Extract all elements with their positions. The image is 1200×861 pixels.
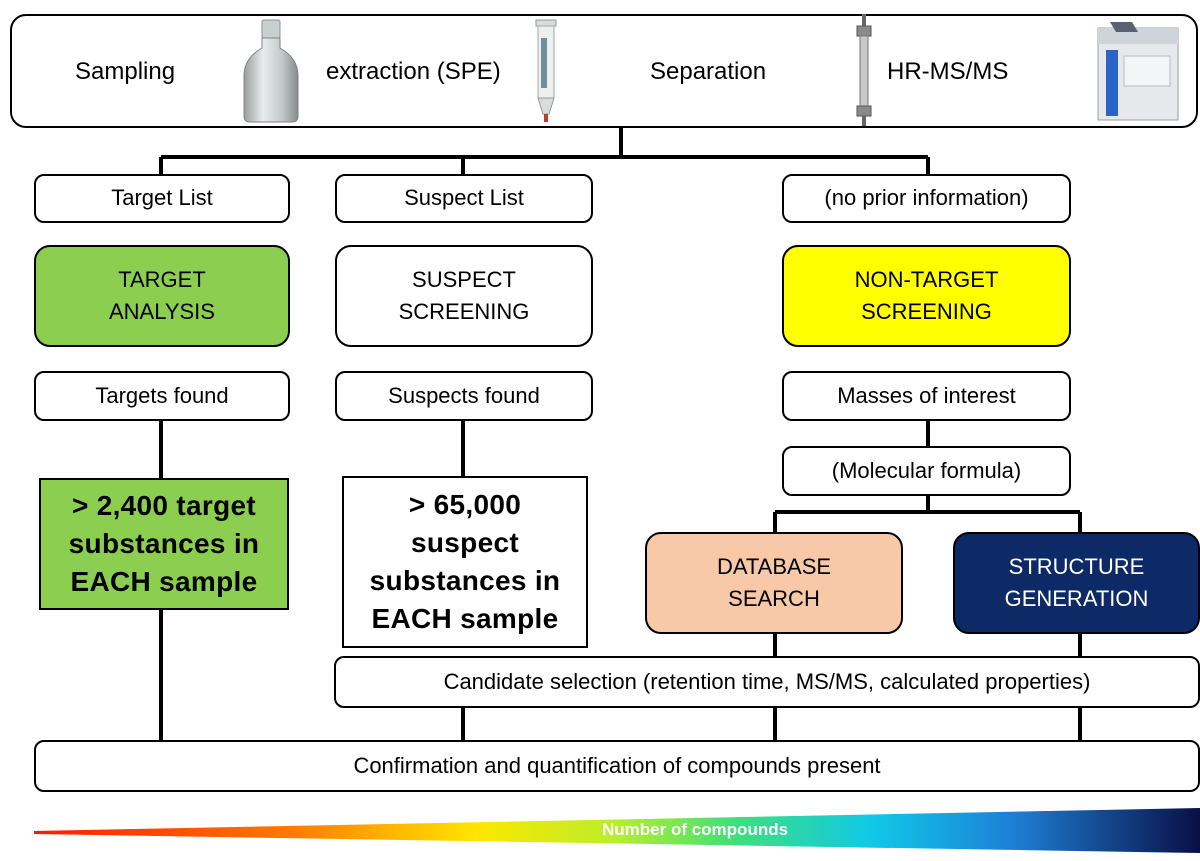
target-count-line-2: substances in xyxy=(68,528,260,560)
target-analysis-line-2: ANALYSIS xyxy=(109,299,215,324)
suspects-found-box: Suspects found xyxy=(335,371,593,421)
database-search-line-1: DATABASE xyxy=(716,553,832,579)
targets-found-box: Targets found xyxy=(34,371,290,421)
structure-generation-line-2: GENERATION xyxy=(1004,586,1149,611)
database-search-line-2: SEARCH xyxy=(728,586,820,611)
non-target-screening-line-1: NON-TARGET xyxy=(854,266,999,292)
suspect-count-line-1: > 65,000 xyxy=(408,489,522,521)
target-analysis-box: TARGET ANALYSIS xyxy=(34,245,290,347)
suspect-substances-count-box: > 65,000 suspect substances in EACH samp… xyxy=(342,476,588,648)
non-target-screening-box: NON-TARGET SCREENING xyxy=(782,245,1071,347)
hplc-column-icon xyxy=(856,14,872,126)
database-search-box: DATABASE SEARCH xyxy=(645,532,903,634)
target-count-line-3: EACH sample xyxy=(70,565,258,597)
number-of-compounds-label: Number of compounds xyxy=(602,820,789,839)
structure-generation-line-1: STRUCTURE xyxy=(1008,553,1145,579)
mass-spectrometer-icon xyxy=(1097,22,1179,121)
non-target-screening-line-2: SCREENING xyxy=(861,299,992,324)
suspect-count-line-3: substances in xyxy=(369,565,561,596)
target-substances-count-box: > 2,400 target substances in EACH sample xyxy=(39,478,289,610)
suspect-screening-box: SUSPECT SCREENING xyxy=(335,245,593,347)
spe-cartridge-icon xyxy=(535,19,557,122)
number-of-compounds-gradient xyxy=(34,808,1200,853)
extraction-label: extraction (SPE) xyxy=(326,58,501,85)
masses-of-interest-box: Masses of interest xyxy=(782,371,1071,421)
target-list-box: Target List xyxy=(34,174,290,223)
suspect-count-line-4: EACH sample xyxy=(371,602,559,634)
suspect-count-line-2: suspect xyxy=(411,527,519,559)
confirmation-box: Confirmation and quantification of compo… xyxy=(34,740,1200,792)
suspect-list-box: Suspect List xyxy=(335,174,593,223)
sample-bottle-icon xyxy=(243,19,299,123)
suspect-screening-line-2: SCREENING xyxy=(398,299,530,324)
molecular-formula-box: (Molecular formula) xyxy=(782,446,1071,496)
structure-generation-box: STRUCTURE GENERATION xyxy=(953,532,1200,634)
sampling-label: Sampling xyxy=(75,58,176,85)
separation-label: Separation xyxy=(650,58,767,85)
no-prior-information-box: (no prior information) xyxy=(782,174,1071,223)
suspect-screening-line-1: SUSPECT xyxy=(412,266,516,292)
candidate-selection-box: Candidate selection (retention time, MS/… xyxy=(334,656,1200,708)
analysis-pipeline-box xyxy=(10,14,1198,128)
target-analysis-line-1: TARGET xyxy=(118,266,206,292)
target-count-line-1: > 2,400 target xyxy=(72,490,256,522)
hrms-label: HR-MS/MS xyxy=(887,58,1009,85)
